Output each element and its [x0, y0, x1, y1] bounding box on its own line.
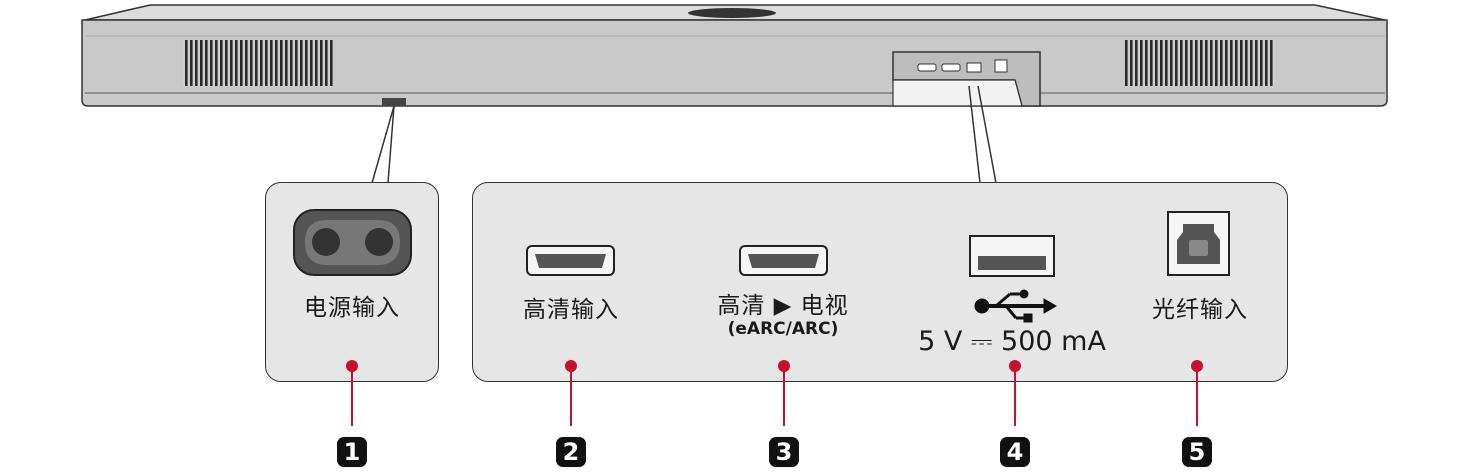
- callout-dot-3: [778, 360, 790, 372]
- callout-number-4: 4: [1000, 437, 1030, 467]
- callout-line-4: [1014, 366, 1016, 426]
- callout-line-2: [570, 366, 572, 426]
- callout-dot-1: [346, 360, 358, 372]
- callout-number-1: 1: [337, 437, 367, 467]
- power-input-label: 电源输入: [304, 295, 400, 321]
- hdmi-in-label: 高清输入: [523, 297, 619, 323]
- hdmi-earc-label: (eARC/ARC): [727, 319, 839, 339]
- power-panel: [265, 182, 439, 382]
- callout-line-1: [351, 366, 353, 426]
- callout-dot-2: [565, 360, 577, 372]
- callout-number-2: 2: [556, 437, 586, 467]
- callout-number-5: 5: [1182, 437, 1212, 467]
- callout-number-3: 3: [769, 437, 799, 467]
- callout-line-5: [1196, 366, 1198, 426]
- callout-dot-5: [1191, 360, 1203, 372]
- usb-spec-label: 5 V ⎓ 500 mA: [918, 326, 1106, 357]
- callout-dot-4: [1009, 360, 1021, 372]
- connection-panel: [472, 182, 1288, 382]
- optical-input-label: 光纤输入: [1152, 297, 1248, 323]
- hdmi-to-tv-label: 高清 ▶ 电视: [717, 293, 849, 319]
- right-speaker-grille: [1125, 40, 1275, 86]
- callout-line-3: [783, 366, 785, 426]
- left-speaker-grille: [183, 40, 333, 86]
